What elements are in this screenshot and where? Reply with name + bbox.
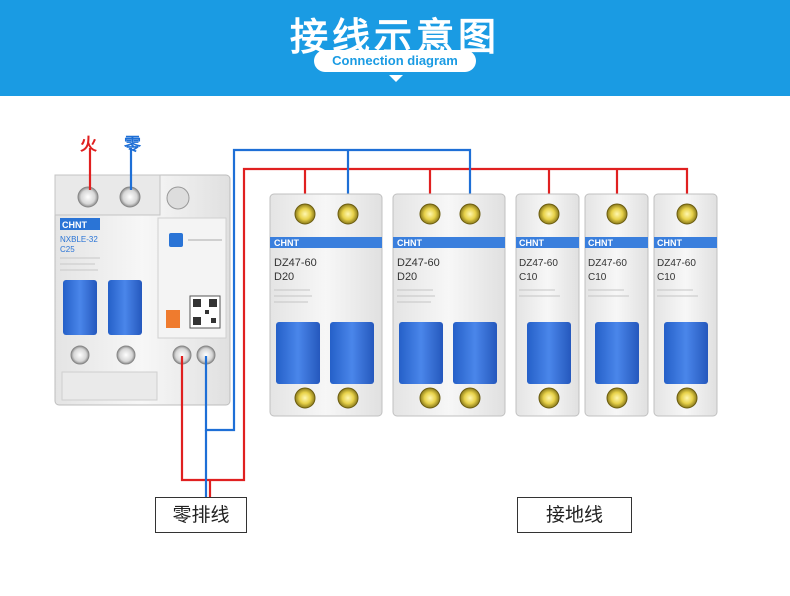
rcbo-terminal-icon — [77, 186, 99, 208]
breaker-model: DZ47-60 — [274, 257, 317, 269]
neutral-wire-label: 零 — [124, 135, 141, 155]
breaker-handle — [399, 322, 443, 384]
breaker-5: CHNT DZ47-60 C10 — [653, 193, 718, 417]
terminal-screw-icon — [419, 203, 441, 225]
breaker-handle — [527, 322, 571, 384]
rcbo-terminal-icon — [116, 345, 136, 365]
breaker-brand: CHNT — [274, 238, 299, 248]
pointer-triangle-icon — [389, 75, 403, 82]
rcbo-model: NXBLE-32 — [60, 235, 98, 244]
breaker-handle — [453, 322, 497, 384]
breaker-3: CHNT DZ47-60 C10 — [515, 193, 580, 417]
breaker-2: CHNT DZ47-60 D20 — [392, 193, 506, 417]
breaker-model: DZ47-60 — [519, 258, 558, 269]
live-wire-label: 火 — [80, 135, 97, 155]
breaker-handle — [595, 322, 639, 384]
rcbo-handle — [63, 280, 97, 335]
breaker-model: DZ47-60 — [397, 257, 440, 269]
breaker-1: CHNT DZ47-60 D20 — [269, 193, 383, 417]
terminal-screw-icon — [676, 203, 698, 225]
terminal-screw-icon — [538, 203, 560, 225]
terminal-screw-icon — [337, 387, 359, 409]
header-banner: 接线示意图 Connection diagram — [0, 0, 790, 96]
indicator-icon — [166, 310, 180, 328]
breaker-handle — [664, 322, 708, 384]
breaker-brand: CHNT — [397, 238, 422, 248]
rcbo-rating: C25 — [60, 245, 75, 254]
breaker-model: DZ47-60 — [657, 258, 696, 269]
breaker-handle — [276, 322, 320, 384]
breaker-rating: D20 — [397, 271, 417, 283]
terminal-screw-icon — [294, 387, 316, 409]
breaker-rating: C10 — [657, 272, 676, 283]
terminal-screw-icon — [337, 203, 359, 225]
rcbo-brand: CHNT — [62, 220, 87, 230]
terminal-screw-icon — [459, 387, 481, 409]
neutral-feed-wire — [204, 148, 472, 432]
breaker-rating: C10 — [519, 272, 538, 283]
terminal-screw-icon — [538, 387, 560, 409]
breaker-handle — [330, 322, 374, 384]
breaker-model: DZ47-60 — [588, 258, 627, 269]
ground-bar-label: 接地线 — [517, 497, 632, 533]
neutral-bar-label: 零排线 — [155, 497, 247, 533]
rcbo-handle — [108, 280, 142, 335]
wiring-diagram: CHNT NXBLE-32 C25 — [54, 148, 718, 497]
breaker-brand: CHNT — [588, 238, 613, 248]
terminal-screw-icon — [459, 203, 481, 225]
terminal-screw-icon — [676, 387, 698, 409]
terminal-screw-icon — [419, 387, 441, 409]
live-feed-wire — [180, 167, 689, 482]
breaker-rating: C10 — [588, 272, 607, 283]
breaker-brand: CHNT — [657, 238, 682, 248]
terminal-screw-icon — [606, 387, 628, 409]
test-button-icon — [169, 233, 183, 247]
rcbo-terminal-icon — [70, 345, 90, 365]
page-subtitle: Connection diagram — [314, 50, 476, 72]
breaker-rating: D20 — [274, 271, 294, 283]
breaker-4: CHNT DZ47-60 C10 — [584, 193, 649, 417]
terminal-screw-icon — [294, 203, 316, 225]
main-rcbo: CHNT NXBLE-32 C25 — [54, 174, 231, 406]
terminal-screw-icon — [606, 203, 628, 225]
breaker-brand: CHNT — [519, 238, 544, 248]
